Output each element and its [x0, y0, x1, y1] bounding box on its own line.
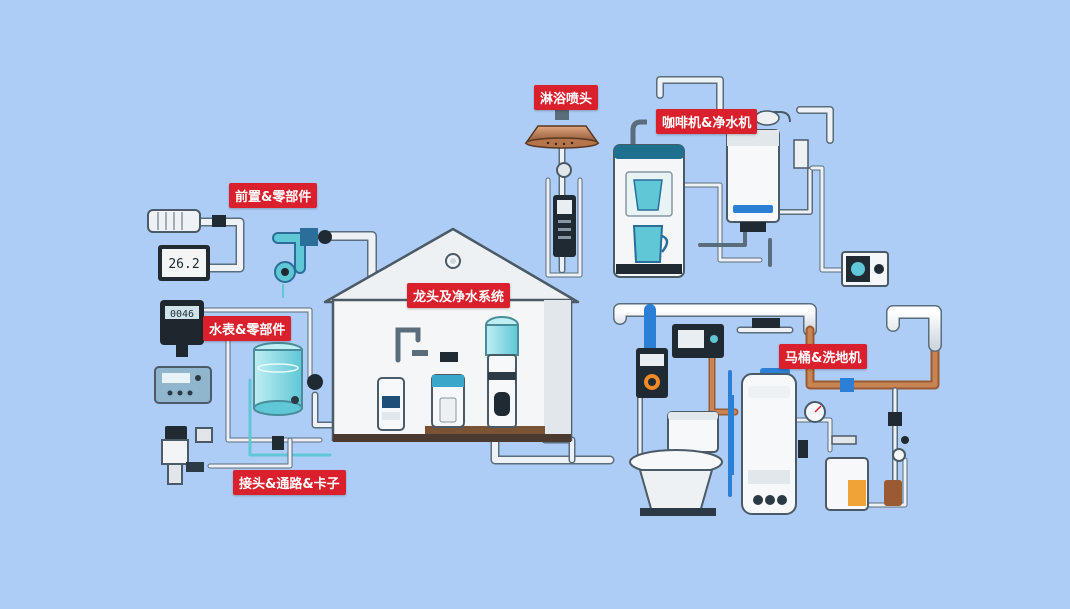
- toilet-icon: [629, 411, 723, 516]
- label-water-meter: 水表&零部件: [203, 316, 292, 341]
- pressure-gauge-icon: [798, 401, 826, 458]
- water-meter-icon: 0046: [154, 300, 212, 404]
- pressure-switch-icon: [636, 348, 668, 398]
- filter-cartridge-icon: [147, 209, 226, 233]
- faucet-icon: [377, 327, 458, 431]
- control-unit-icon: [841, 251, 889, 287]
- sensor-icon: [840, 378, 906, 462]
- meter-head-display: 0046: [170, 309, 194, 320]
- coffee-machine-icon: [613, 119, 685, 278]
- thermostat-display: 26.2: [168, 257, 199, 272]
- label-fittings: 接头&通路&卡子: [233, 470, 346, 495]
- pump-valve-icon: [272, 228, 332, 298]
- water-heater-icon: [726, 110, 809, 232]
- house-icon: [323, 227, 580, 442]
- heater-tank-icon: [825, 435, 902, 511]
- label-front-parts: 前置&零部件: [229, 183, 318, 208]
- washer-tower-icon: [728, 368, 797, 515]
- water-dispenser-icon: [485, 316, 519, 428]
- water-tank-icon: [253, 342, 323, 416]
- shower-control-panel: [553, 162, 576, 257]
- label-shower: 淋浴喷头: [534, 85, 599, 110]
- label-toilet-washer: 马桶&洗地机: [779, 344, 868, 369]
- shower-head-icon: [524, 110, 600, 149]
- label-coffee-purifier: 咖啡机&净水机: [656, 109, 758, 134]
- water-purifier-icon: [431, 374, 465, 428]
- label-faucet-purifier: 龙头及净水系统: [407, 283, 511, 308]
- valve-icon: [888, 412, 909, 444]
- fittings-icon: [161, 426, 284, 485]
- thermostat-icon: 26.2: [158, 245, 210, 281]
- smart-controller-icon: [672, 318, 780, 358]
